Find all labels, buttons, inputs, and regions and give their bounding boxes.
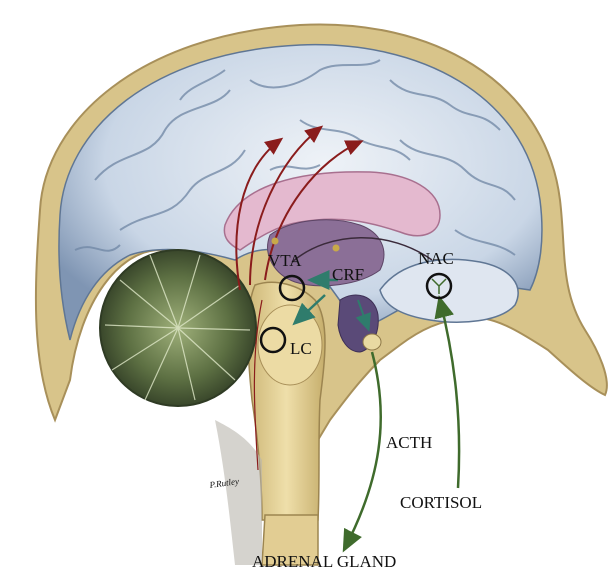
label-vta: VTA <box>268 251 302 270</box>
label-adrenal-gland: ADRENAL GLAND <box>252 552 396 571</box>
node-dot <box>333 245 340 252</box>
node-dot <box>272 238 279 245</box>
label-nac: NAC <box>418 249 454 268</box>
label-lc: LC <box>290 339 312 358</box>
label-cortisol: CORTISOL <box>400 493 482 512</box>
label-acth: ACTH <box>386 433 432 452</box>
label-crf: CRF <box>332 265 364 284</box>
vertebral-shadow <box>215 420 262 565</box>
cortisol-arrow <box>440 300 459 488</box>
pituitary-gland <box>363 334 381 350</box>
